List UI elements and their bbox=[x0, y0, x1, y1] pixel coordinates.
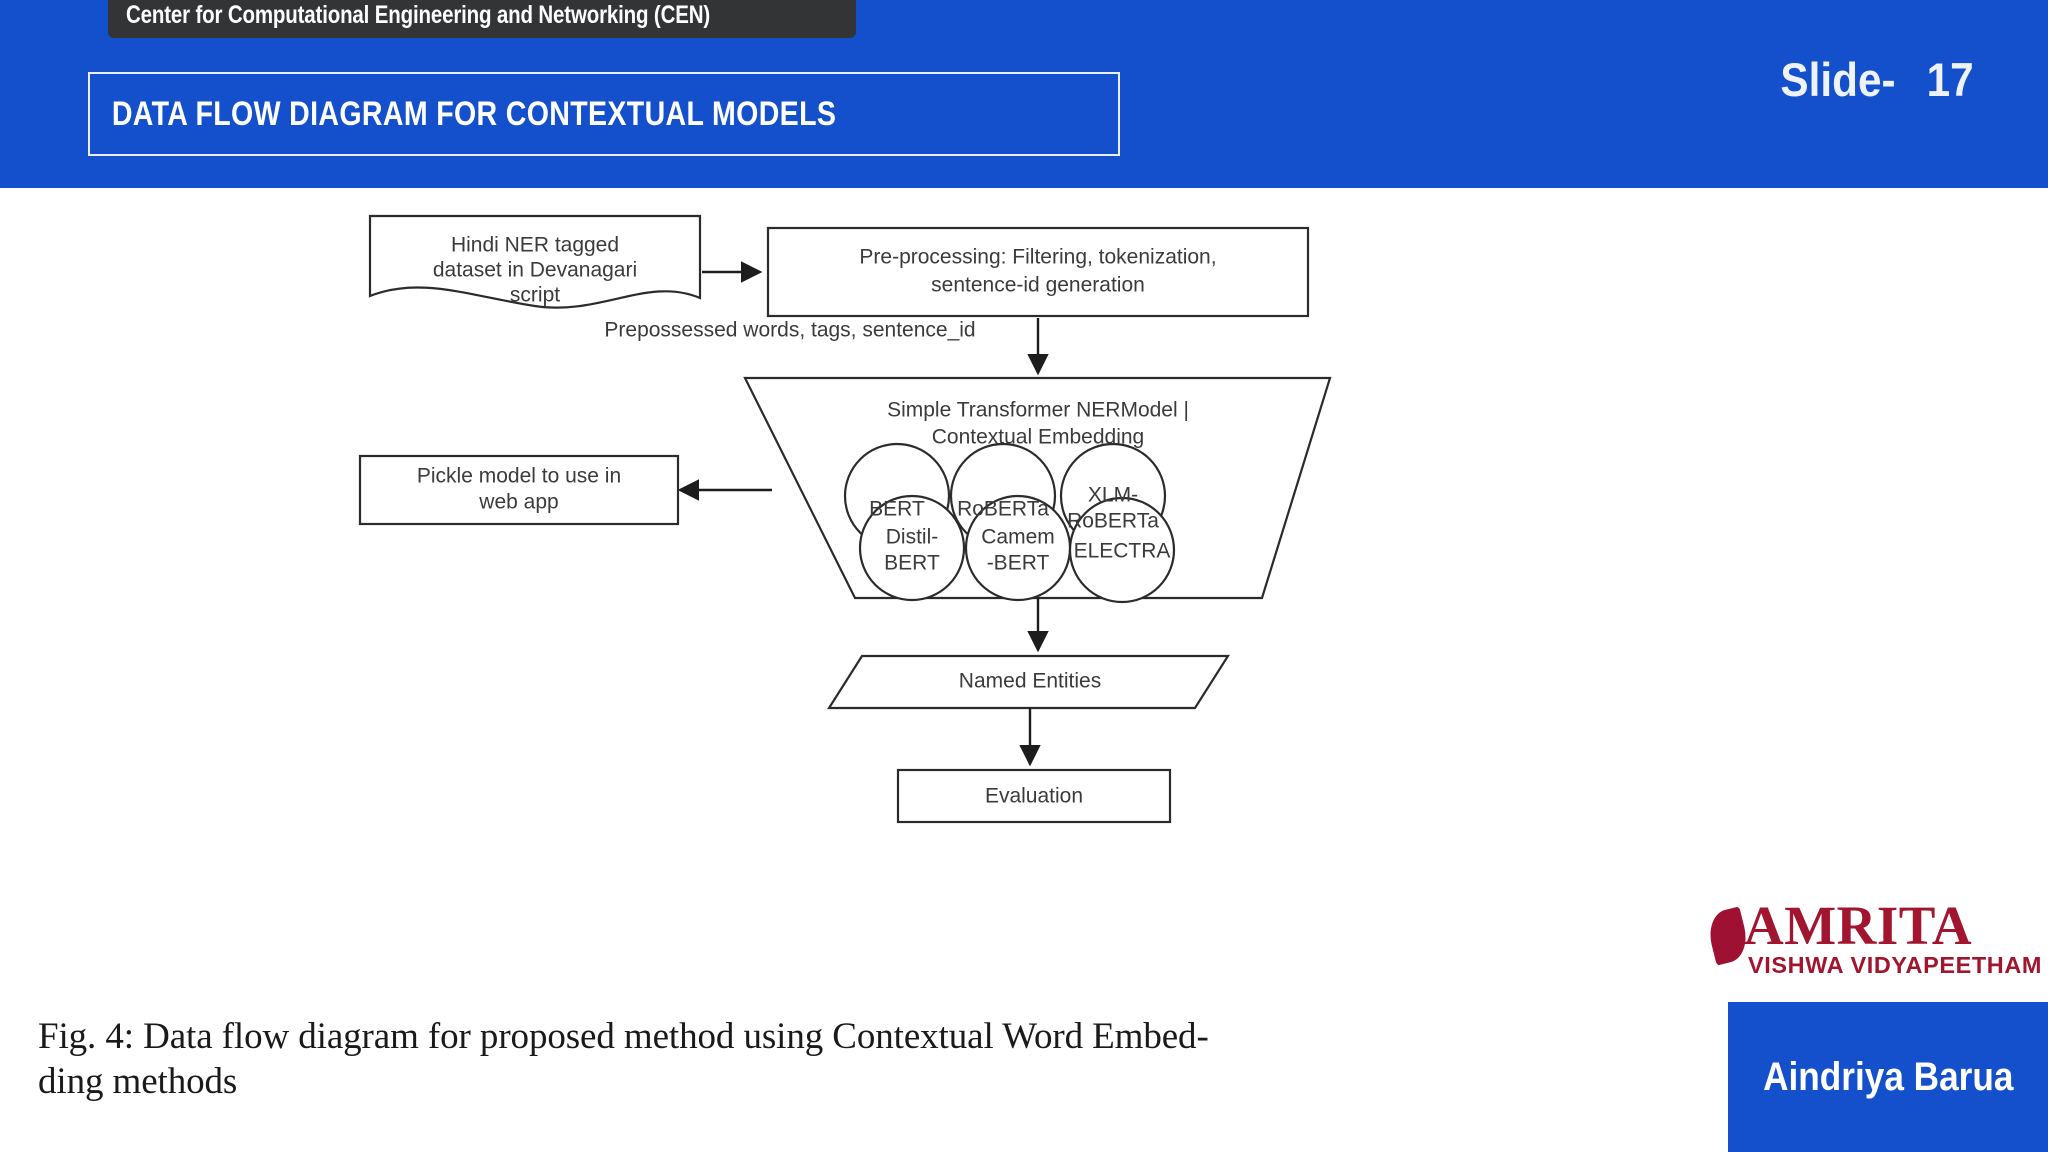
model-label-xlm-roberta-line1: XLM- bbox=[1088, 484, 1138, 507]
node-transformer-model: Simple Transformer NERModel | Contextual… bbox=[743, 376, 1332, 604]
node-preprocessing: Pre-processing: Filtering, tokenization,… bbox=[766, 226, 1310, 318]
node-evaluation: Evaluation bbox=[896, 768, 1172, 824]
slide-number: Slide- 17 bbox=[1774, 52, 1976, 107]
model-label-camembert-line2: -BERT bbox=[987, 552, 1050, 575]
model-circle-electra bbox=[1068, 496, 1176, 604]
amrita-subwordmark: VISHWA VIDYAPEETHAM bbox=[1748, 952, 2040, 978]
presenter-name: Aindriya Barua bbox=[1762, 1054, 2014, 1099]
organization-banner: Center for Computational Engineering and… bbox=[108, 0, 857, 38]
model-label-distilbert-line1: Distil- bbox=[886, 526, 939, 549]
node-dataset-line2: dataset in Devanagari bbox=[433, 259, 637, 282]
node-pickle-line2: web app bbox=[478, 491, 558, 514]
organization-banner-label: Center for Computational Engineering and… bbox=[126, 0, 711, 29]
model-label-camembert-line1: Camem bbox=[981, 526, 1055, 549]
data-flow-diagram: Hindi NER tagged dataset in Devanagari s… bbox=[0, 188, 1750, 1008]
slide-number-label: Slide- bbox=[1780, 53, 1896, 106]
model-label-bert: BERT bbox=[869, 498, 925, 521]
node-model-line1: Simple Transformer NERModel | bbox=[887, 399, 1189, 422]
node-named-entities-label: Named Entities bbox=[959, 670, 1101, 693]
node-preprocessing-line1: Pre-processing: Filtering, tokenization, bbox=[859, 246, 1216, 269]
figure-caption: Fig. 4: Data flow diagram for proposed m… bbox=[38, 1014, 1678, 1104]
slide-header: Center for Computational Engineering and… bbox=[0, 0, 2048, 188]
amrita-logo: AMRITA VISHWA VIDYAPEETHAM bbox=[1704, 898, 2040, 980]
node-pickle-line1: Pickle model to use in bbox=[417, 465, 621, 488]
presenter-badge: Aindriya Barua bbox=[1728, 1002, 2048, 1152]
model-circle-distilbert bbox=[858, 494, 966, 602]
node-preprocessing-line2: sentence-id generation bbox=[931, 274, 1145, 297]
node-evaluation-label: Evaluation bbox=[985, 785, 1083, 808]
model-label-roberta: RoBERTa bbox=[957, 498, 1049, 521]
node-named-entities: Named Entities bbox=[826, 654, 1231, 710]
model-label-electra: ELECTRA bbox=[1074, 540, 1171, 563]
model-label-xlm-roberta-line2: RoBERTa bbox=[1067, 510, 1159, 533]
model-label-distilbert-line2: BERT bbox=[884, 552, 940, 575]
node-dataset-line1: Hindi NER tagged bbox=[451, 234, 619, 257]
slide-title-box: DATA FLOW DIAGRAM FOR CONTEXTUAL MODELS bbox=[88, 72, 1120, 156]
node-model-line2: Contextual Embedding bbox=[932, 426, 1144, 449]
node-pickle-model: Pickle model to use in web app bbox=[358, 454, 680, 526]
figure-caption-line1: Fig. 4: Data flow diagram for proposed m… bbox=[38, 1016, 1209, 1057]
edge-label-preprocessed-output: Prepossessed words, tags, sentence_id bbox=[604, 319, 975, 342]
slide-number-value: 17 bbox=[1926, 53, 1974, 106]
node-dataset-line3: script bbox=[510, 284, 560, 307]
figure-caption-line2: ding methods bbox=[38, 1061, 238, 1103]
amrita-wordmark: AMRITA bbox=[1744, 898, 1973, 956]
diagram-canvas: Hindi NER tagged dataset in Devanagari s… bbox=[358, 214, 1332, 824]
node-dataset: Hindi NER tagged dataset in Devanagari s… bbox=[368, 214, 702, 309]
page-title: DATA FLOW DIAGRAM FOR CONTEXTUAL MODELS bbox=[111, 94, 837, 133]
